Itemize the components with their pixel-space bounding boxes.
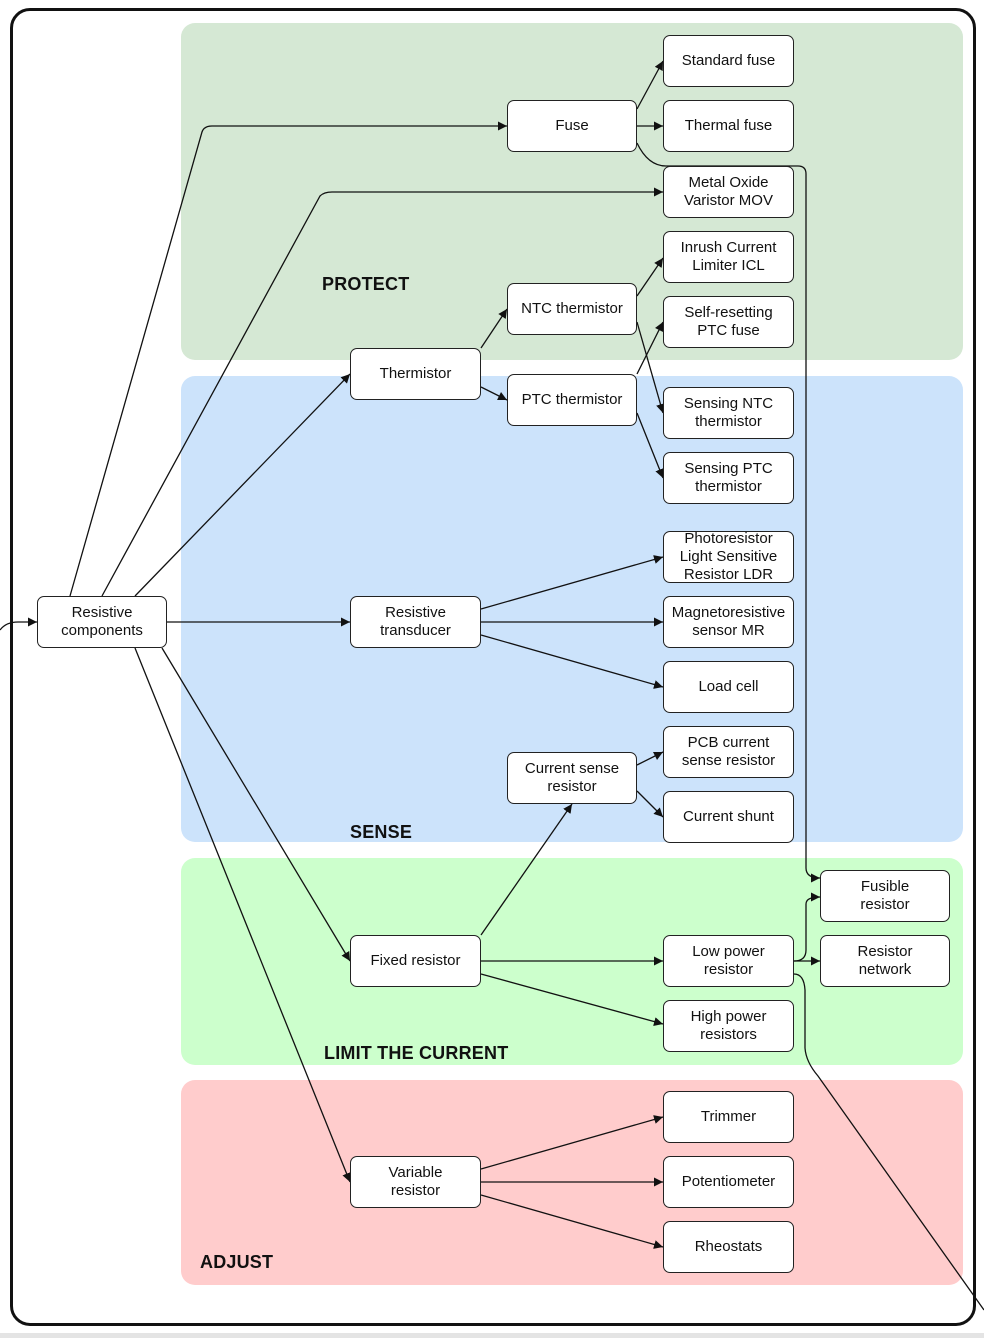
node-high-power-resistors[interactable]: High power resistors [663,1000,794,1052]
node-fuse[interactable]: Fuse [507,100,637,152]
edge-fixed-to-high-power [480,973,664,1026]
node-thermistor[interactable]: Thermistor [350,348,481,400]
node-low-power-resistor[interactable]: Low power resistor [663,935,794,987]
edge-ptc-to-ptc-fuse [636,321,664,375]
node-magnetoresistive-sensor[interactable]: Magnetoresistive sensor MR [663,596,794,648]
edge-ptc-to-sensing-ptc [636,412,664,479]
edge-transducer-to-loadcell [480,634,664,689]
node-trimmer[interactable]: Trimmer [663,1091,794,1143]
edge-current-sense-to-pcb [636,751,664,766]
zone-label-limit-the-current: LIMIT THE CURRENT [324,1043,509,1063]
node-fusible-resistor[interactable]: Fusible resistor [820,870,950,922]
edge-transducer-to-ldr [480,555,664,610]
node-pcb-current-sense-resistor[interactable]: PCB current sense resistor [663,726,794,778]
edge-fuse-to-standard [636,60,664,110]
edge-fixed-to-current-sense [480,803,573,936]
edge-thermistor-to-ntc [480,308,508,349]
edge-variable-to-rheostats [480,1194,664,1249]
edge-fuse-to-fusible [636,142,821,883]
node-load-cell[interactable]: Load cell [663,661,794,713]
edge-incoming-left [0,617,37,631]
edge-ntc-to-icl [636,257,664,297]
zone-label-adjust: ADJUST [200,1252,274,1272]
node-potentiometer[interactable]: Potentiometer [663,1156,794,1208]
node-current-shunt[interactable]: Current shunt [663,791,794,843]
node-metal-oxide-varistor[interactable]: Metal Oxide Varistor MOV [663,166,794,218]
zone-label-sense: SENSE [350,822,413,842]
edge-root-to-thermistor [134,373,351,597]
edge-root-to-variable [134,647,351,1183]
edge-ntc-to-sensing-ntc [636,321,665,414]
node-standard-fuse[interactable]: Standard fuse [663,35,794,87]
node-ntc-thermistor[interactable]: NTC thermistor [507,283,637,335]
edge-low-power-to-fusible [793,892,821,962]
node-thermal-fuse[interactable]: Thermal fuse [663,100,794,152]
node-ptc-thermistor[interactable]: PTC thermistor [507,374,637,426]
node-resistive-transducer[interactable]: Resistive transducer [350,596,481,648]
edge-low-power-outgoing [793,973,984,1311]
node-variable-resistor[interactable]: Variable resistor [350,1156,481,1208]
edge-root-to-mov [101,187,663,597]
node-self-resetting-ptc-fuse[interactable]: Self-resetting PTC fuse [663,296,794,348]
bottom-edge-strip [0,1333,984,1338]
node-photoresistor-ldr[interactable]: Photoresistor Light Sensitive Resistor L… [663,530,794,583]
diagram-frame [10,8,976,1326]
edge-root-to-fuse [69,121,507,597]
node-rheostats[interactable]: Rheostats [663,1221,794,1273]
node-fixed-resistor[interactable]: Fixed resistor [350,935,481,987]
node-inrush-current-limiter[interactable]: Inrush Current Limiter ICL [663,231,794,283]
edge-current-sense-to-shunt [636,790,664,818]
node-resistor-network[interactable]: Resistor network [820,935,950,987]
zone-label-protect: PROTECT [322,274,410,294]
edge-thermistor-to-ptc [480,386,508,401]
edge-root-to-fixed [161,647,351,962]
edge-variable-to-trimmer [480,1115,664,1170]
node-sensing-ptc-thermistor[interactable]: Sensing PTC thermistor [663,452,794,504]
node-sensing-ntc-thermistor[interactable]: Sensing NTC thermistor [663,387,794,439]
node-resistive-components[interactable]: Resistive components [37,596,167,648]
node-current-sense-resistor[interactable]: Current sense resistor [507,752,637,804]
